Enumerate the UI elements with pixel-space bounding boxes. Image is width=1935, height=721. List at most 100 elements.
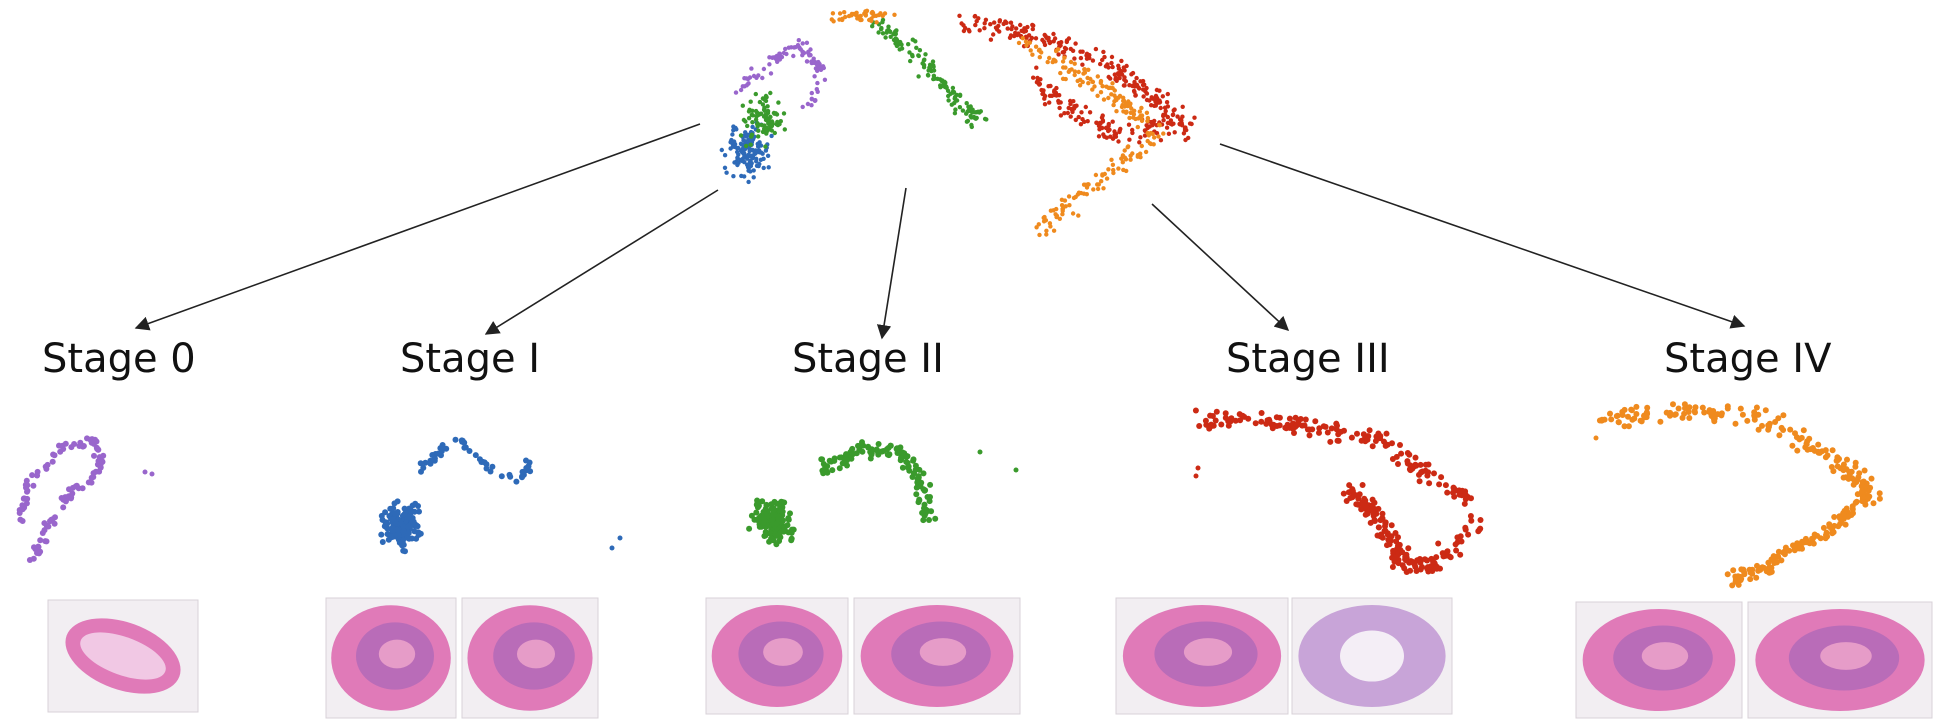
main-scatter-point: [973, 22, 978, 28]
main-scatter-point: [1119, 104, 1125, 110]
stage-4-point: [1822, 535, 1829, 542]
stage-2-point: [788, 535, 795, 542]
stage-4-point: [1876, 495, 1883, 502]
stage-4-point: [1815, 441, 1822, 448]
stage-scatter-plots: [16, 401, 1883, 589]
stage-3-point: [1364, 436, 1371, 443]
main-scatter-point: [1121, 167, 1126, 173]
stage-4-point: [1824, 452, 1831, 459]
stage-1-point: [400, 528, 407, 535]
main-scatter-point: [1141, 94, 1146, 99]
main-scatter-point: [741, 117, 747, 123]
stage-4-point: [1765, 559, 1772, 566]
main-scatter-point: [953, 107, 958, 112]
stage-2-point: [915, 499, 922, 506]
stage-3-point: [1467, 513, 1474, 519]
stage-0-point: [39, 530, 46, 536]
main-scatter-point: [765, 153, 771, 158]
stage-4-point: [1633, 403, 1640, 410]
main-scatter-point: [1140, 82, 1146, 88]
main-scatter-point: [1083, 182, 1089, 187]
main-scatter-point: [1079, 110, 1084, 115]
stage-0-point: [98, 457, 105, 464]
main-scatter-point: [830, 11, 836, 16]
stage-4-point: [1852, 459, 1859, 466]
main-scatter-point: [992, 20, 997, 25]
stage-0-point: [23, 500, 30, 507]
stage-1-point: [402, 548, 408, 555]
main-scatter-point: [1063, 204, 1068, 209]
stage-4-point: [1803, 440, 1810, 447]
main-scatter-point: [888, 34, 893, 39]
main-scatter-point: [1127, 137, 1132, 142]
main-scatter-point: [745, 132, 751, 137]
stage-2-point: [915, 473, 922, 480]
main-scatter-point: [719, 147, 724, 153]
stage-3-point: [1252, 420, 1259, 427]
stage-4-point: [1796, 545, 1803, 552]
main-scatter-point: [935, 76, 940, 82]
stage-1-point: [392, 510, 399, 517]
main-scatter-point: [1143, 149, 1149, 155]
main-scatter-point: [806, 49, 811, 54]
stage-2-point: [770, 512, 777, 518]
stage-3-point: [1369, 496, 1376, 503]
main-scatter-point: [921, 58, 927, 63]
main-scatter-point: [1163, 108, 1168, 114]
main-scatter-point: [1097, 121, 1103, 127]
main-scatter-point: [892, 12, 897, 17]
main-scatter-point: [1051, 228, 1057, 233]
stage-1-point: [458, 437, 465, 444]
main-scatter-point: [758, 157, 764, 162]
main-scatter-point: [1040, 91, 1045, 97]
stage-1-point: [406, 523, 413, 529]
main-scatter-point: [760, 96, 766, 101]
stage-4-point: [1829, 530, 1836, 537]
main-scatter-point: [1101, 186, 1106, 191]
stage-4-point: [1835, 523, 1842, 530]
main-scatter-point: [1171, 108, 1176, 113]
main-scatter-point: [815, 63, 820, 68]
stage-0-point: [56, 442, 62, 449]
stage-1-point: [478, 459, 485, 465]
stage-4-point: [1775, 415, 1782, 422]
main-scatter-point: [1051, 31, 1056, 37]
stage-0-point: [37, 537, 44, 544]
main-scatter-point: [1072, 69, 1078, 74]
main-scatter-point: [762, 108, 767, 114]
main-scatter-point: [1163, 112, 1168, 117]
main-scatter-point: [1101, 97, 1107, 102]
main-scatter-point: [1064, 39, 1070, 45]
main-scatter-point: [1037, 55, 1043, 60]
stage-3-point: [1397, 547, 1404, 553]
stage-3-point: [1375, 524, 1382, 531]
main-scatter-point: [750, 120, 755, 125]
main-scatter-point: [1100, 84, 1105, 89]
stage-4-point: [1724, 403, 1731, 410]
stage-4-point: [1852, 499, 1859, 506]
main-scatter-point: [1181, 131, 1187, 136]
stage-3-point: [1293, 422, 1300, 429]
stage-3-point: [1366, 427, 1373, 434]
stage-4-point: [1667, 409, 1674, 416]
main-scatter-point: [724, 170, 729, 175]
stage-0-point: [49, 516, 56, 523]
stage-2-point: [767, 530, 774, 537]
stage-3-point: [1411, 561, 1418, 568]
main-scatter-point: [837, 11, 843, 16]
stage-4-point: [1768, 568, 1775, 575]
stage-4-point: [1861, 467, 1868, 474]
main-scatter-point: [1088, 76, 1093, 82]
stage-3-point: [1395, 461, 1401, 467]
main-scatter-point: [1112, 129, 1117, 134]
main-scatter-point: [1149, 103, 1154, 108]
stage-1-point: [432, 451, 439, 457]
main-scatter-point: [884, 30, 889, 35]
stage-3-point: [1477, 517, 1484, 523]
main-scatter-point: [753, 91, 758, 97]
main-scatter-point: [822, 77, 828, 83]
main-scatter-point: [938, 83, 943, 88]
stage-0-point: [43, 538, 50, 545]
main-scatter-point: [1058, 113, 1064, 118]
main-scatter-point: [858, 17, 863, 23]
